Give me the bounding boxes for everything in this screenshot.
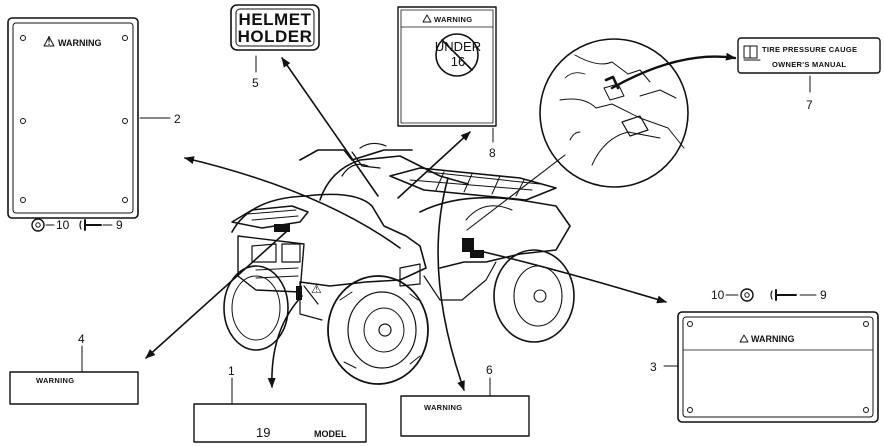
label-7-line-2: OWNER'S MANUAL bbox=[772, 60, 846, 69]
warning-triangle-icon: ! bbox=[43, 33, 55, 48]
rivet-icon bbox=[770, 289, 797, 301]
label-1-year: 19 bbox=[256, 425, 270, 440]
leader-3 bbox=[483, 251, 667, 304]
label-5-line-2: HOLDER bbox=[238, 27, 313, 46]
part-number-2: 2 bbox=[174, 112, 181, 126]
book-icon bbox=[743, 45, 761, 61]
detail-magnifier bbox=[539, 38, 689, 188]
atv-warning-small-mark: ⚠ bbox=[311, 282, 322, 296]
label-5-helmet-holder: HELMET HOLDER 5 bbox=[230, 4, 320, 90]
label-3-warning-plate: WARNING 3 bbox=[650, 311, 879, 423]
leader-1 bbox=[267, 295, 303, 388]
label-3-text: WARNING bbox=[751, 334, 795, 344]
warning-triangle-icon bbox=[739, 334, 749, 343]
label-8-under: UNDER bbox=[435, 39, 481, 54]
fastener-group-right: 10 9 bbox=[711, 288, 827, 302]
label-8-age: 16 bbox=[451, 54, 465, 69]
part-number-6: 6 bbox=[486, 363, 493, 377]
washer-icon bbox=[31, 218, 45, 232]
fastener-number-9: 9 bbox=[116, 218, 123, 232]
fastener-number-10: 10 bbox=[56, 218, 70, 232]
fastener-number-9-right: 9 bbox=[820, 288, 827, 302]
leader-8 bbox=[397, 131, 471, 199]
fastener-group-left: 10 9 bbox=[31, 218, 123, 232]
label-1-model-text: MODEL bbox=[314, 429, 347, 439]
no-under-16-icon: UNDER 16 bbox=[435, 33, 481, 77]
label-6-warning: 6 WARNING bbox=[400, 363, 530, 437]
label-4-text: WARNING bbox=[36, 376, 74, 385]
label-2-warning-plate: ! WARNING 2 bbox=[7, 17, 181, 219]
label-8-under-16: WARNING UNDER 16 8 bbox=[397, 6, 497, 160]
atv-illustration: ⚠ bbox=[223, 142, 575, 385]
washer-icon bbox=[740, 288, 754, 302]
leader-magnifier bbox=[466, 154, 566, 231]
leader-5 bbox=[281, 57, 379, 197]
fastener-number-10-right: 10 bbox=[711, 288, 725, 302]
part-number-8: 8 bbox=[489, 146, 496, 160]
label-6-text: WARNING bbox=[424, 403, 462, 412]
leader-2 bbox=[184, 156, 401, 249]
leader-6 bbox=[437, 177, 465, 391]
part-number-1: 1 bbox=[228, 364, 235, 378]
label-2-text: WARNING bbox=[58, 38, 102, 48]
part-number-5: 5 bbox=[252, 76, 259, 90]
part-number-4: 4 bbox=[78, 332, 85, 346]
mounting-hole-icon bbox=[20, 35, 128, 203]
part-number-3: 3 bbox=[650, 360, 657, 374]
label-7-line-1: TIRE PRESSURE CAUGE bbox=[762, 45, 857, 54]
rivet-icon bbox=[79, 219, 102, 231]
warning-triangle-icon bbox=[422, 14, 432, 23]
label-5-line-1: HELMET bbox=[239, 10, 312, 29]
label-4-warning: 4 WARNING bbox=[9, 332, 139, 405]
label-8-title: WARNING bbox=[434, 15, 472, 24]
label-1-model: 1 19 MODEL bbox=[193, 364, 367, 443]
svg-text:!: ! bbox=[47, 33, 51, 48]
leader-4 bbox=[145, 231, 287, 359]
leader-7 bbox=[610, 52, 737, 90]
part-number-7: 7 bbox=[806, 98, 813, 112]
label-7-tire-pressure: TIRE PRESSURE CAUGE OWNER'S MANUAL 7 bbox=[737, 37, 881, 112]
